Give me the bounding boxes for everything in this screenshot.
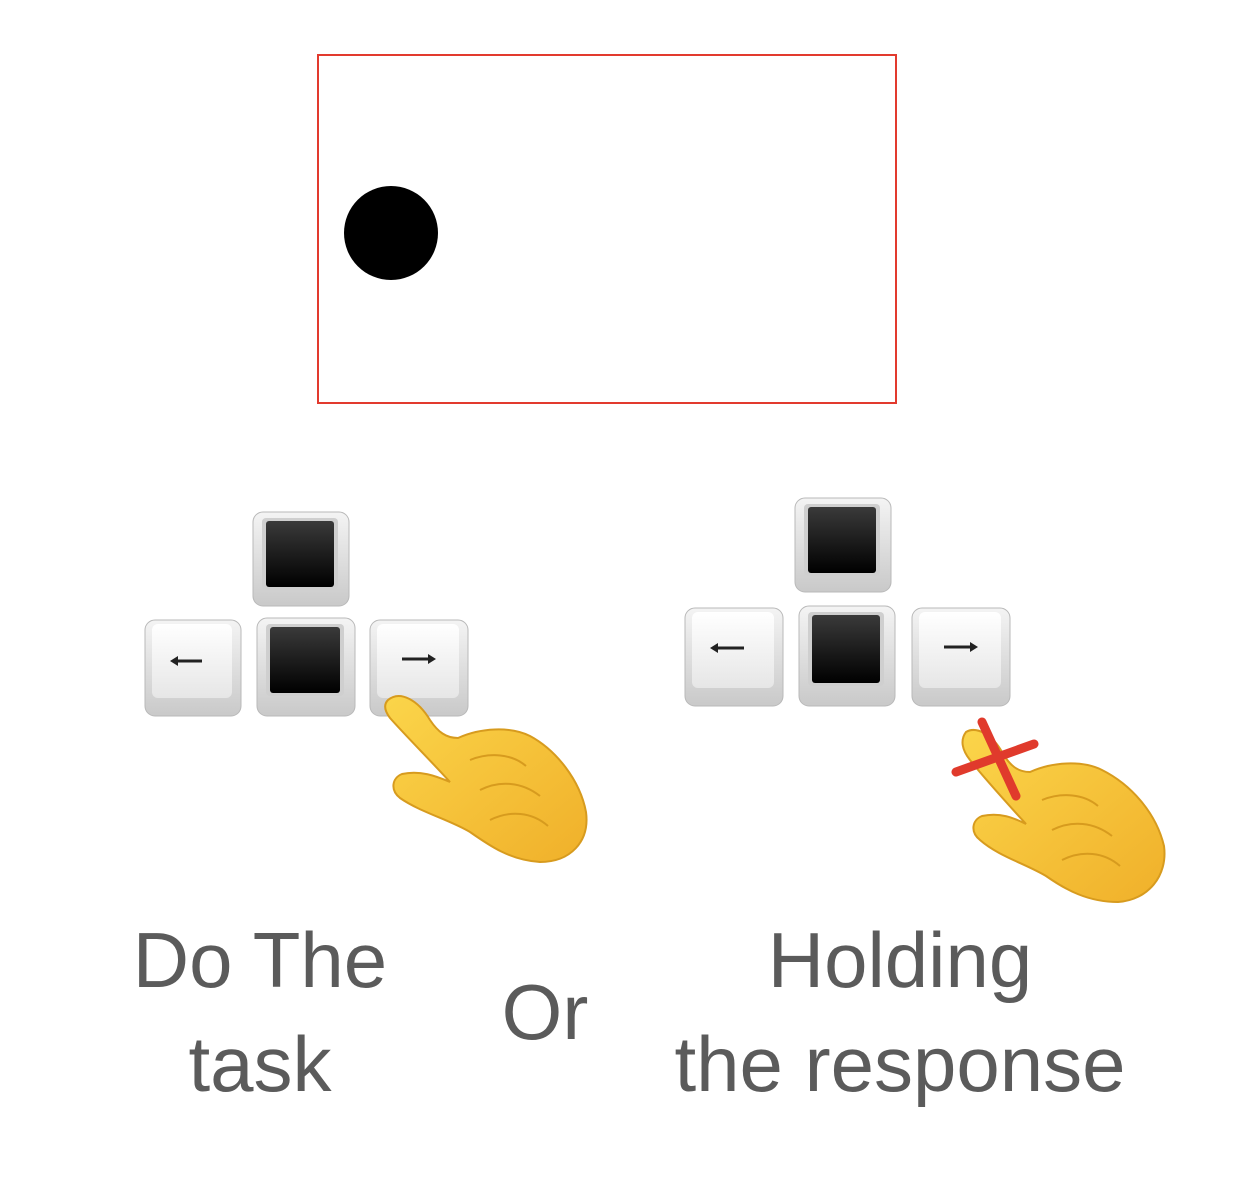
right-key (369, 619, 469, 717)
down-key (256, 617, 356, 717)
caption-left-line1: Do The (132, 916, 388, 1004)
caption-do-the-task: Do The task (60, 908, 460, 1116)
left-key (684, 607, 784, 707)
caption-left-line2: task (188, 1020, 332, 1108)
stimulus-frame (317, 54, 897, 404)
left-key (144, 619, 242, 717)
stimulus-dot (344, 186, 438, 280)
up-key (252, 511, 350, 607)
cross-icon (951, 717, 1039, 801)
left-arrow-icon (710, 643, 744, 653)
caption-right-line2: the response (674, 1020, 1126, 1108)
caption-right-line1: Holding (767, 916, 1033, 1004)
right-key (911, 607, 1011, 707)
pointing-hand-icon (384, 695, 588, 864)
pointing-hand-icon (961, 729, 1166, 904)
caption-holding-the-response: Holding the response (630, 908, 1170, 1116)
right-arrow-icon (402, 654, 436, 664)
right-arrow-key-cluster (684, 497, 1166, 904)
left-arrow-icon (170, 656, 202, 666)
up-key (794, 497, 892, 593)
right-arrow-icon (944, 642, 978, 652)
caption-or: Or (501, 968, 589, 1056)
down-key (798, 605, 896, 707)
left-arrow-key-cluster (144, 511, 588, 864)
